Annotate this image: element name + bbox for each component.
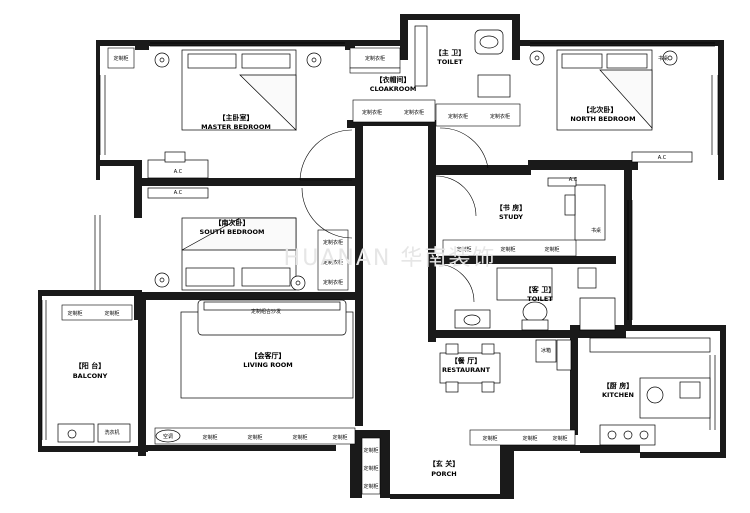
kitchen-label-cn: 【厨 房】 bbox=[603, 381, 633, 390]
south-label-cn: 【南次卧】 bbox=[215, 218, 250, 227]
restaurant-label-cn: 【餐 厅】 bbox=[451, 356, 481, 365]
ac-label: A.C bbox=[658, 155, 667, 161]
kitchen-label-en: KITCHEN bbox=[602, 391, 634, 399]
cab-label: 定制衣柜 bbox=[323, 259, 343, 266]
watermark-text: HUANAN 华南装饰 bbox=[284, 246, 497, 271]
furniture bbox=[57, 25, 711, 446]
master-toilet-label-cn: 【主 卫】 bbox=[435, 48, 465, 57]
guest-toilet-label-en: TOILET bbox=[527, 295, 553, 303]
guest-toilet-label-cn: 【客 卫】 bbox=[525, 285, 555, 294]
ac-label: A.C bbox=[569, 177, 578, 183]
cab-label: 定制柜 bbox=[104, 310, 119, 317]
north-label-en: NORTH BEDROOM bbox=[570, 115, 635, 123]
cab-label: 定制柜 bbox=[363, 465, 378, 472]
master-toilet-label-en: TOILET bbox=[437, 58, 463, 66]
master-label-cn: 【主卧室】 bbox=[219, 113, 254, 122]
porch-label-cn: 【玄 关】 bbox=[429, 459, 459, 468]
air-label: 空调 bbox=[163, 433, 173, 440]
ac-label: A.C bbox=[174, 169, 183, 175]
washer-label: 洗衣机 bbox=[104, 429, 119, 436]
cab-label: 定制柜 bbox=[552, 435, 567, 442]
cab-label: 定制柜 bbox=[292, 434, 307, 441]
balcony-label-cn: 【阳 台】 bbox=[75, 361, 105, 370]
cab-label: 定制柜 bbox=[522, 435, 537, 442]
cab-label: 定制衣柜 bbox=[323, 279, 343, 286]
cab-label: 定制柜 bbox=[363, 447, 378, 454]
cab-label: 定制柜 bbox=[482, 435, 497, 442]
cab-label: 定制柜 bbox=[500, 246, 515, 253]
north-label-cn: 【北次卧】 bbox=[583, 105, 618, 114]
doors bbox=[299, 127, 489, 303]
cabinets bbox=[61, 47, 577, 495]
cabinet-labels: 定制柜 定制衣柜 定制衣柜 定制衣柜 定制衣柜 定制衣柜 定制衣柜 定制衣柜 定… bbox=[67, 55, 567, 490]
desk-label: 书桌 bbox=[591, 227, 601, 234]
desk-label: 书桌 bbox=[658, 55, 668, 62]
cab-label: 定制柜 bbox=[332, 434, 347, 441]
master-label-en: MASTER BEDROOM bbox=[201, 123, 271, 131]
ac-label: A.C bbox=[174, 190, 183, 196]
sofa-label: 定制组合沙发 bbox=[251, 308, 281, 315]
cab-label: 定制柜 bbox=[363, 483, 378, 490]
living-label-cn: 【会客厅】 bbox=[251, 351, 286, 360]
cab-label: 定制柜 bbox=[456, 246, 471, 253]
cloak-label-en: CLOAKROOM bbox=[370, 85, 417, 93]
cab-label: 定制柜 bbox=[247, 434, 262, 441]
cloak-label-cn: 【衣帽间】 bbox=[376, 75, 411, 84]
small-labels: A.C A.C A.C A.C 定制组合沙发 洗衣机 空调 书桌 书桌 冰箱 bbox=[104, 55, 668, 440]
cab-label: 定制柜 bbox=[67, 310, 82, 317]
fridge-label: 冰箱 bbox=[541, 347, 551, 354]
walls bbox=[38, 14, 726, 499]
restaurant-label-en: RESTAURANT bbox=[442, 366, 491, 374]
cab-label: 定制柜 bbox=[113, 55, 128, 62]
cab-label: 定制衣柜 bbox=[404, 109, 424, 116]
cab-label: 定制柜 bbox=[202, 434, 217, 441]
cab-label: 定制衣柜 bbox=[490, 113, 510, 120]
study-label-cn: 【书 房】 bbox=[496, 203, 526, 212]
cab-label: 定制衣柜 bbox=[448, 113, 468, 120]
study-label-en: STUDY bbox=[499, 213, 523, 221]
cab-label: 定制衣柜 bbox=[365, 55, 385, 62]
balcony-label-en: BALCONY bbox=[73, 372, 108, 380]
cab-label: 定制衣柜 bbox=[362, 109, 382, 116]
cab-label: 定制衣柜 bbox=[323, 239, 343, 246]
south-label-en: SOUTH BEDROOM bbox=[200, 228, 265, 236]
living-label-en: LIVING ROOM bbox=[243, 361, 293, 369]
room-labels: 【主卧室】 MASTER BEDROOM 【北次卧】 NORTH BEDROOM… bbox=[73, 48, 636, 478]
porch-label-en: PORCH bbox=[431, 470, 457, 478]
cab-label: 定制柜 bbox=[544, 246, 559, 253]
